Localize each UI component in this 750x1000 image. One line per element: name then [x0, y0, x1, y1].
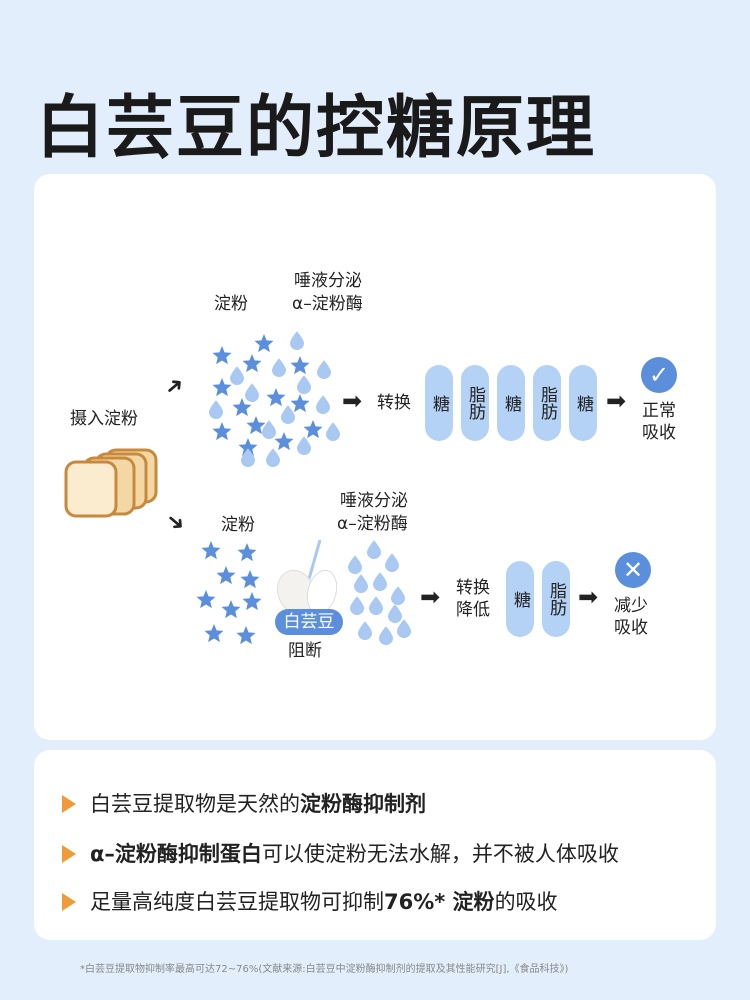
triangle-bullet-icon [62, 795, 76, 813]
result-label-1: 减少 [614, 596, 648, 616]
bullet-text: 足量高纯度白芸豆提取物可抑制 [90, 890, 384, 914]
check-icon: ✓ [641, 357, 677, 393]
convert-label-2: 降低 [456, 600, 490, 620]
convert-label-1: 转换 [456, 578, 490, 598]
bullet-text: 可以使淀粉无法水解，并不被人体吸收 [261, 842, 619, 866]
white-bean-badge: 白芸豆 [275, 609, 343, 635]
starch-label: 淀粉 [221, 515, 255, 535]
enzyme-label-2: α–淀粉酶 [292, 294, 363, 314]
footnote: *白芸豆提取物抑制率最高可达72~76%(文献来源:白芸豆中淀粉酶抑制剂的提取及… [80, 964, 569, 975]
result-label-2: 吸收 [614, 618, 648, 638]
enzyme-label-1: 唾液分泌 [294, 271, 362, 291]
arrow-right-icon: ➡ [342, 387, 363, 415]
arrow-right-icon: ➡ [578, 583, 599, 611]
pill-sugar: 糖 [497, 365, 525, 441]
bullet-bold: 76%* 淀粉 [384, 890, 495, 914]
bullet-item: α–淀粉酶抑制蛋白可以使淀粉无法水解，并不被人体吸收 [62, 838, 619, 868]
pill-fat: 脂肪 [533, 365, 561, 441]
bullet-item: 白芸豆提取物是天然的淀粉酶抑制剂 [62, 788, 426, 818]
bullets-card [34, 750, 716, 940]
bullet-text: 白芸豆提取物是天然的 [90, 792, 300, 816]
pill-sugar: 糖 [425, 365, 453, 441]
starch-label: 淀粉 [214, 294, 248, 314]
pill-sugar: 糖 [506, 561, 534, 637]
arrow-right-icon: ➡ [420, 583, 441, 611]
pill-fat: 脂肪 [461, 365, 489, 441]
bullet-item: 足量高纯度白芸豆提取物可抑制76%* 淀粉的吸收 [62, 886, 558, 916]
convert-label: 转换 [377, 393, 411, 413]
white-bean-icon [276, 540, 338, 619]
page-title: 白芸豆的控糖原理 [36, 89, 597, 168]
result-label-1: 正常 [642, 401, 676, 421]
arrow-right-icon: ➡ [606, 387, 627, 415]
enzyme-label-1: 唾液分泌 [340, 491, 408, 511]
block-label: 阻断 [288, 641, 322, 661]
cross-icon: ✕ [615, 552, 651, 588]
result-label-2: 吸收 [642, 423, 676, 443]
triangle-bullet-icon [62, 893, 76, 911]
bullet-text: 的吸收 [494, 890, 558, 914]
bullet-bold: α–淀粉酶抑制蛋白 [90, 842, 262, 866]
bullet-bold: 淀粉酶抑制剂 [300, 792, 426, 816]
enzyme-label-2: α–淀粉酶 [337, 514, 408, 534]
pill-fat: 脂肪 [542, 561, 570, 637]
triangle-bullet-icon [62, 845, 76, 863]
pill-sugar: 糖 [569, 365, 597, 441]
bread-slices-icon [64, 448, 158, 518]
intake-label: 摄入淀粉 [70, 409, 138, 429]
